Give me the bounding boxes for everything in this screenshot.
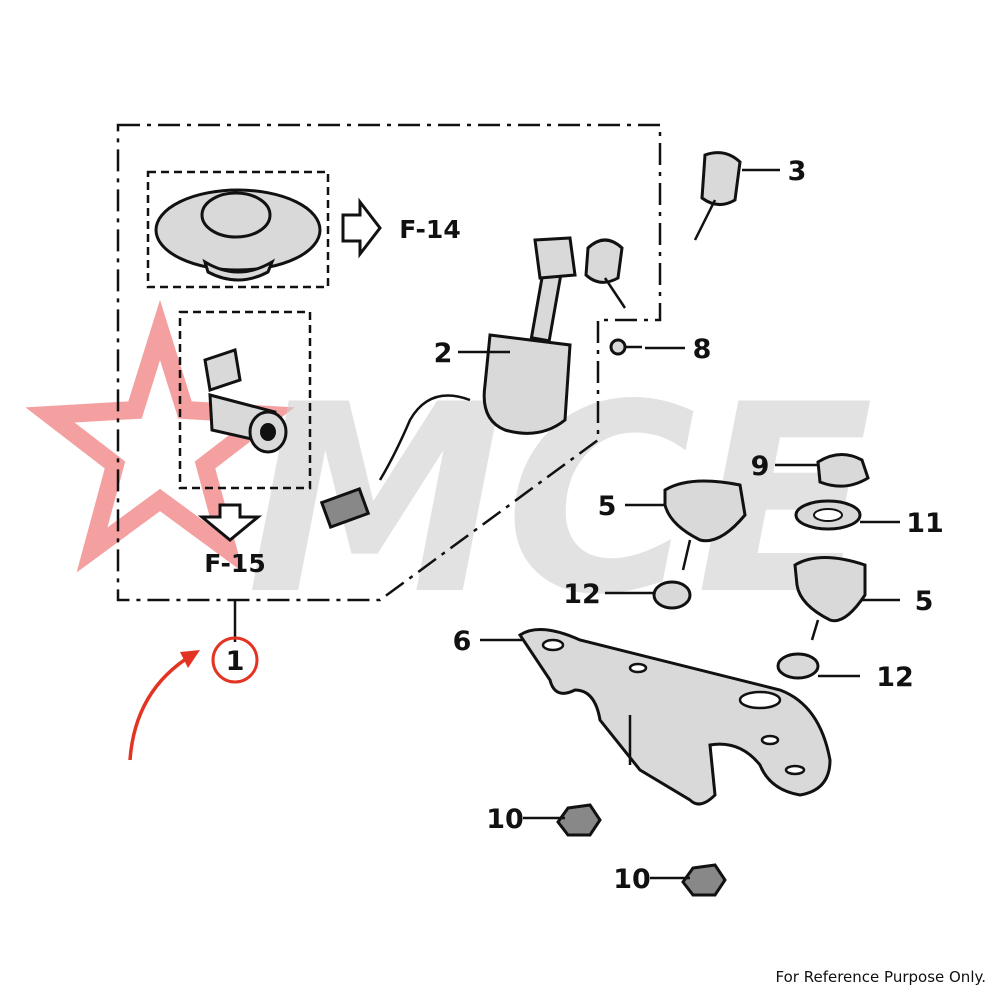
handlebar-holder-icon xyxy=(663,479,867,641)
label-9: 9 xyxy=(751,451,770,482)
fuel-cap-group-box xyxy=(146,170,330,289)
label-2: 2 xyxy=(434,338,453,369)
label-12b: 12 xyxy=(876,662,914,693)
highlight-arrow xyxy=(128,653,193,761)
footer-note: For Reference Purpose Only. xyxy=(775,968,986,986)
bracket-icon xyxy=(517,628,832,806)
nut-icon xyxy=(556,803,727,897)
label-12a: 12 xyxy=(563,579,601,610)
label-11: 11 xyxy=(906,508,944,539)
label-10a: 10 xyxy=(486,804,524,835)
washer-icon xyxy=(794,499,862,531)
arrow-right-icon xyxy=(341,197,382,259)
assembly-outline xyxy=(116,123,662,602)
seat-lock-icon xyxy=(203,348,288,454)
fuel-cap-icon xyxy=(154,188,322,282)
label-5b: 5 xyxy=(915,586,934,617)
ignition-switch-icon xyxy=(319,236,627,529)
bolt-icon xyxy=(609,338,642,356)
label-8: 8 xyxy=(693,334,712,365)
label-1: 1 xyxy=(226,646,245,677)
label-10b: 10 xyxy=(613,864,651,895)
label-6: 6 xyxy=(453,626,472,657)
highlight-arrowhead xyxy=(180,650,200,668)
label-3: 3 xyxy=(788,156,807,187)
cap-nut-icon xyxy=(816,453,870,488)
ref-f15: F-15 xyxy=(204,549,265,578)
watermark: MCE xyxy=(25,299,874,652)
label-5a: 5 xyxy=(598,491,617,522)
key-icon xyxy=(693,151,742,241)
rubber-washer-icon xyxy=(652,580,820,680)
ref-f14: F-14 xyxy=(399,215,460,244)
seat-lock-group-box xyxy=(178,310,312,490)
highlight-circle xyxy=(211,636,259,684)
arrow-down-icon xyxy=(197,503,263,542)
